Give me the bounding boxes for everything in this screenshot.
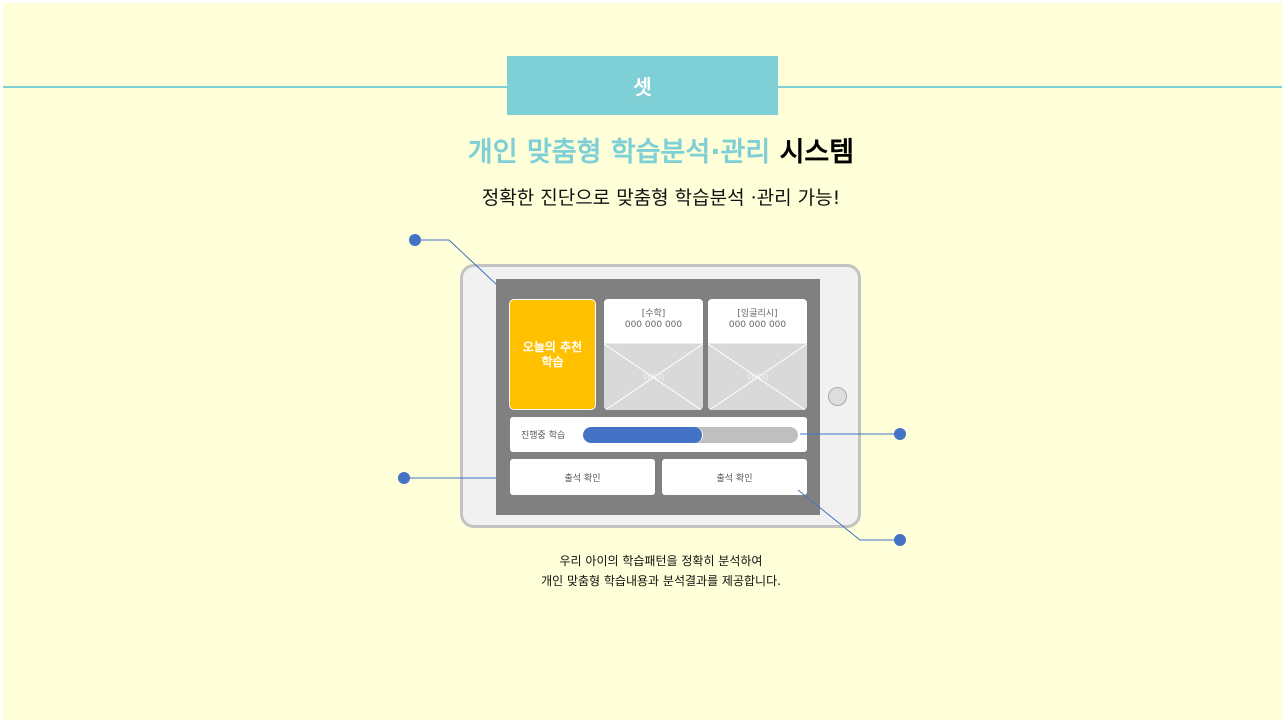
subject-card-english[interactable]: [잉글리시]000 000 000 이미지 bbox=[708, 299, 807, 410]
title-rest: 시스템 bbox=[779, 137, 855, 168]
recommended-study-card[interactable]: 오늘의 추천 학습 bbox=[509, 299, 596, 410]
callout-dot bbox=[894, 534, 906, 546]
callout-dot bbox=[409, 234, 421, 246]
page-subtitle: 정확한 진단으로 맞춤형 학습분석 ·관리 가능! bbox=[481, 187, 841, 209]
tablet-home-button bbox=[828, 387, 847, 406]
progress-label: 진행중 학습 bbox=[521, 431, 566, 441]
progress-fill bbox=[583, 427, 704, 443]
description: 우리 아이의 학습패턴을 정확히 분석하여 개인 맞춤형 학습내용과 분석결과를… bbox=[0, 551, 1287, 591]
attendance-button[interactable]: 출석 확인 bbox=[510, 459, 655, 495]
card-subject: [잉글리시] bbox=[737, 309, 778, 319]
card-subject: [수학] bbox=[641, 309, 666, 319]
image-label: 이미지 bbox=[642, 373, 665, 382]
image-placeholder: 이미지 bbox=[708, 343, 807, 410]
image-placeholder: 이미지 bbox=[604, 343, 703, 410]
card-code: 000 000 000 bbox=[624, 320, 683, 330]
page-title: 개인 맞춤형 학습분석·관리 시스템 bbox=[0, 130, 1287, 169]
callout-dot bbox=[894, 428, 906, 440]
section-badge: 셋 bbox=[507, 56, 778, 115]
image-label: 이미지 bbox=[746, 373, 769, 382]
subject-card-math[interactable]: [수학]000 000 000 이미지 bbox=[604, 299, 703, 410]
progress-bar bbox=[583, 427, 798, 443]
description-line: 우리 아이의 학습패턴을 정확히 분석하여 bbox=[559, 554, 763, 568]
attendance-button[interactable]: 출석 확인 bbox=[662, 459, 807, 495]
progress-row[interactable]: 진행중 학습 bbox=[510, 417, 807, 452]
callout-dot bbox=[398, 472, 410, 484]
title-accent: 개인 맞춤형 학습분석·관리 bbox=[467, 137, 771, 168]
card-code: 000 000 000 bbox=[728, 320, 787, 330]
description-line: 개인 맞춤형 학습내용과 분석결과를 제공합니다. bbox=[541, 574, 781, 588]
